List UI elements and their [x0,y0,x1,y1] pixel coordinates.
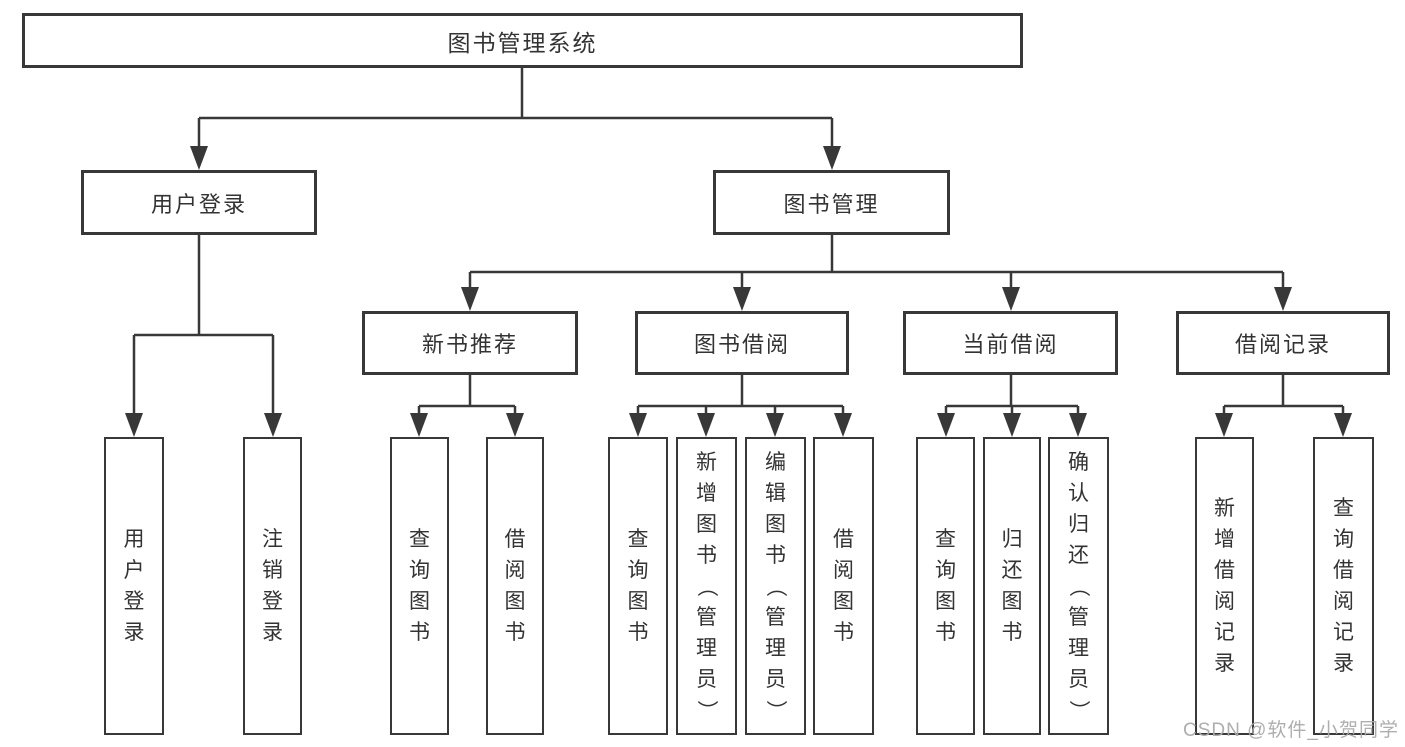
leaf-borrow-books: 借阅图书 [813,437,874,735]
node-label: 借阅记录 [1234,332,1331,357]
node-label: 当前借阅 [962,332,1059,357]
node-borrowing-records: 借阅记录 [1176,311,1390,375]
node-label: 确认归还（管理员） [1067,450,1090,721]
node-label: 查询借阅记录 [1333,497,1354,675]
node-book-management: 图书管理 [713,170,950,235]
leaf-logout: 注销登录 [243,437,302,735]
leaf-confirm-return-admin: 确认归还（管理员） [1048,437,1109,735]
node-label: 归还图书 [1001,528,1023,644]
node-label: 新书推荐 [421,332,518,357]
leaf-borrow-books-recommend: 借阅图书 [486,437,544,735]
csdn-watermark: CSDN @软件_小贺同学 [1183,720,1399,741]
leaf-add-books-admin: 新增图书（管理员） [676,437,737,735]
node-book-borrowing: 图书借阅 [635,311,849,375]
leaf-query-books-recommend: 查询图书 [390,437,449,735]
node-label: 图书管理系统 [447,29,598,56]
node-current-borrowing: 当前借阅 [903,311,1118,375]
node-label: 用户登录 [150,191,247,217]
leaf-return-books: 归还图书 [983,437,1041,735]
node-label: 图书管理 [783,191,880,217]
node-label: 图书借阅 [693,332,790,357]
node-label: 借阅图书 [504,528,526,644]
node-label: 查询图书 [409,528,430,644]
node-label: 查询图书 [627,528,649,644]
node-label: 新增借阅记录 [1214,497,1235,675]
leaf-query-books-borrow: 查询图书 [608,437,668,735]
node-label: 新增图书（管理员） [695,450,718,721]
node-label: 借阅图书 [833,528,854,644]
leaf-query-books-current: 查询图书 [916,437,975,735]
node-label: 用户登录 [123,528,145,644]
node-library-management-system: 图书管理系统 [22,13,1023,68]
node-label: 编辑图书（管理员） [764,450,787,721]
leaf-edit-books-admin: 编辑图书（管理员） [745,437,806,735]
node-label: 查询图书 [935,528,956,644]
leaf-add-borrow-record: 新增借阅记录 [1195,437,1254,735]
node-user-login: 用户登录 [81,170,317,235]
leaf-user-login: 用户登录 [104,437,164,735]
node-label: 注销登录 [262,528,283,644]
node-new-book-recommend: 新书推荐 [362,311,578,375]
leaf-query-borrow-record: 查询借阅记录 [1313,437,1374,735]
